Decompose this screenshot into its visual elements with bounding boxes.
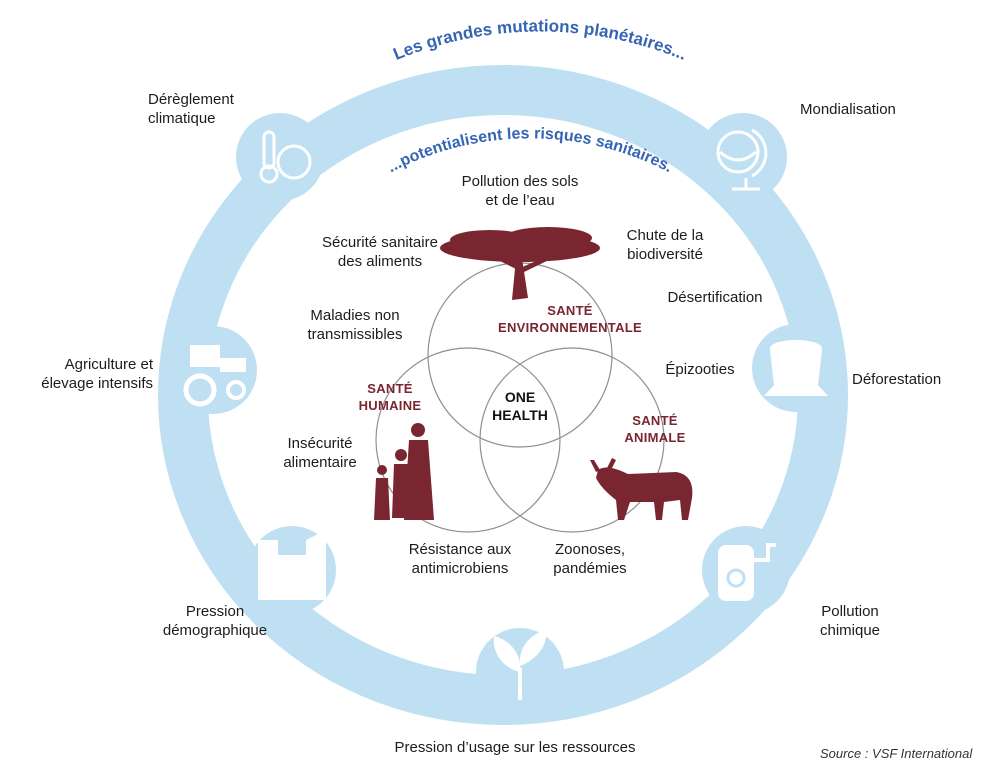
label-ncd: Maladies non transmissibles xyxy=(307,307,403,343)
label-climate-change: Dérèglement climatique xyxy=(148,91,234,127)
source-credit: Source : VSF International xyxy=(820,746,973,761)
buildings-icon xyxy=(258,530,326,600)
label-globalisation: Mondialisation xyxy=(800,101,896,118)
domain-human-health: SANTÉ HUMAINE xyxy=(358,381,422,413)
domain-environmental-health: SANTÉ ENVIRONNEMENTALE xyxy=(498,303,642,335)
sprout-icon xyxy=(493,630,547,700)
label-food-insecurity: Insécurité alimentaire xyxy=(283,435,357,471)
label-deforestation: Déforestation xyxy=(852,371,942,388)
people-silhouette-icon xyxy=(374,423,434,520)
label-resource-pressure: Pression d’usage sur les ressources xyxy=(394,739,636,756)
label-demographic-pressure: Pression démographique xyxy=(162,603,268,639)
tractor-icon xyxy=(183,345,246,407)
label-amr: Résistance aux antimicrobiens xyxy=(408,541,512,577)
acacia-tree-icon xyxy=(440,227,600,300)
label-epizootics: Épizooties xyxy=(665,361,735,378)
label-intensive-agriculture: Agriculture et élevage intensifs xyxy=(41,356,153,392)
zebu-silhouette-icon xyxy=(590,458,693,520)
venn-diagram xyxy=(375,262,665,533)
venn-circle-animal xyxy=(479,347,665,533)
sprayer-icon xyxy=(718,543,776,601)
label-biodiversity-loss: Chute de la biodiversité xyxy=(626,227,704,263)
domain-animal-health: SANTÉ ANIMALE xyxy=(624,413,686,445)
venn-circle-human xyxy=(375,347,561,533)
label-soil-water-pollution: Pollution des sols et de l’eau xyxy=(461,173,579,209)
thermometer-globe-icon xyxy=(259,130,312,184)
tree-stump-icon xyxy=(764,340,828,396)
one-health-label: ONE HEALTH xyxy=(492,389,548,423)
label-chemical-pollution: Pollution chimique xyxy=(819,603,881,639)
label-desertification: Désertification xyxy=(667,289,763,306)
outer-title: Les grandes mutations planétaires... xyxy=(391,16,690,63)
globe-icon xyxy=(716,128,768,191)
label-zoonoses: Zoonoses, pandémies xyxy=(553,541,627,577)
label-food-safety: Sécurité sanitaire des aliments xyxy=(322,234,438,270)
